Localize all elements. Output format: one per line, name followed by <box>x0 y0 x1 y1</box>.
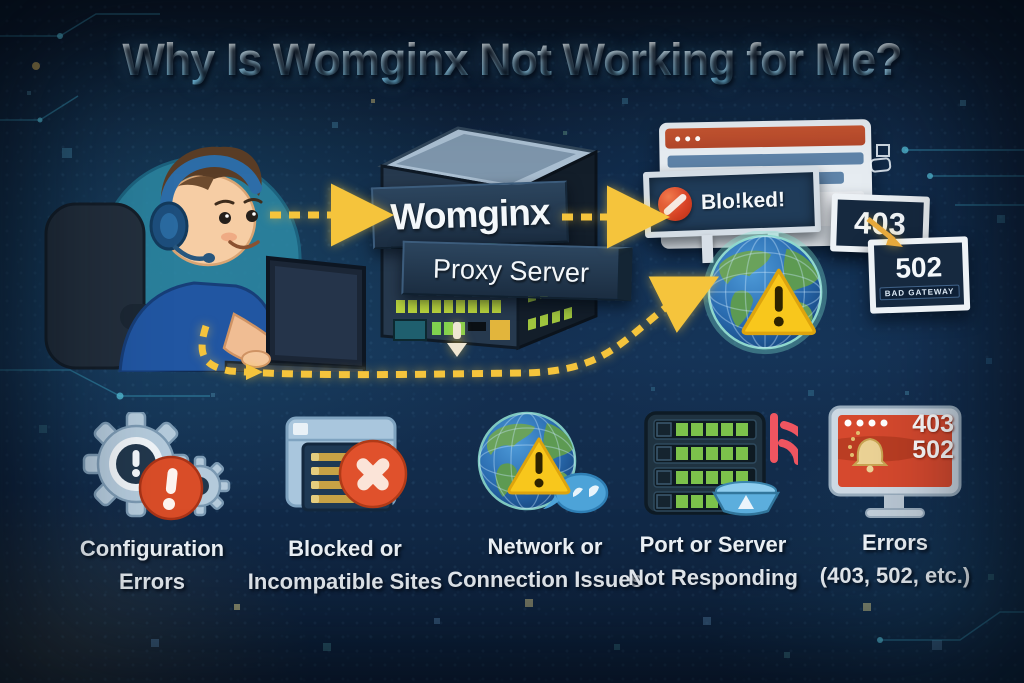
cause-configuration-errors: Configuration Errors <box>42 412 262 598</box>
cause-label-line2: Not Responding <box>628 565 798 590</box>
browser-content-bar <box>667 152 864 168</box>
cause-label-line1: Errors <box>861 530 929 555</box>
bad-gateway-label: BAD GATEWAY <box>879 284 960 300</box>
cause-label-line1: Port or Server <box>639 532 787 557</box>
window-outline-icon <box>876 144 890 157</box>
cause-label-line1: Network or <box>487 534 603 559</box>
page-title: Why Is Womginx Not Working for Me? <box>0 34 1024 86</box>
error-403-label: 403 <box>853 205 907 242</box>
cause-blocked-sites: Blocked or Incompatible Sites <box>235 412 455 598</box>
browser-title-bar <box>665 125 866 149</box>
smile <box>228 240 260 250</box>
error-codes-icon <box>828 405 962 518</box>
server-not-responding-icon <box>644 411 798 516</box>
pod-icon <box>711 481 781 516</box>
cause-label-line1: Blocked or <box>288 536 402 561</box>
browser-dots-icon <box>675 136 681 142</box>
monitor-code-403: 403 <box>912 410 954 438</box>
error-502-screen: 502 BAD GATEWAY <box>867 236 971 314</box>
blocked-banner-label: Blo!ked! <box>700 188 786 215</box>
user-at-laptop-illustration <box>44 146 366 372</box>
womginx-sign-label: Womginx <box>389 191 551 238</box>
prohibited-icon <box>657 186 693 222</box>
blocked-banner: Blo!ked! <box>642 165 822 239</box>
cause-label-line2: Errors <box>118 569 186 594</box>
blocked-site-icon <box>285 416 408 512</box>
cause-error-codes: 403 502 Errors (403, 502, etc.) <box>785 405 1005 592</box>
error-502-label: 502 <box>894 250 943 284</box>
proxy-server-sign-label: Proxy Server <box>432 253 590 288</box>
proxy-server-sign: Proxy Server <box>401 240 633 302</box>
womginx-sign: Womginx <box>370 180 570 250</box>
warning-triangle-icon <box>507 437 571 495</box>
headphone-band-icon <box>160 155 262 212</box>
signal-lost-icon <box>770 413 798 465</box>
proxy-server-tower: Womginx Proxy Server <box>366 110 633 358</box>
monitor-code-502: 502 <box>912 436 954 464</box>
background-pixel-squares <box>0 0 10 10</box>
cause-network-issues: Network or Connection Issues <box>435 410 655 596</box>
cause-label-line1: Configuration <box>79 536 225 561</box>
globe-warning-illustration <box>703 231 828 355</box>
network-warning-icon <box>477 411 609 514</box>
cause-label-line2: Connection Issues <box>447 567 643 592</box>
gears-error-icon <box>82 412 231 521</box>
cause-label-line2: (403, 502, etc.) <box>819 563 971 588</box>
alert-bell-icon <box>848 431 889 473</box>
warning-triangle-icon <box>741 268 816 336</box>
cause-server-not-responding: Port or Server Not Responding <box>603 408 823 594</box>
hand <box>241 350 271 368</box>
chair <box>44 202 146 370</box>
pill-outline-icon <box>869 156 892 174</box>
cause-label-line2: Incompatible Sites <box>247 569 443 594</box>
